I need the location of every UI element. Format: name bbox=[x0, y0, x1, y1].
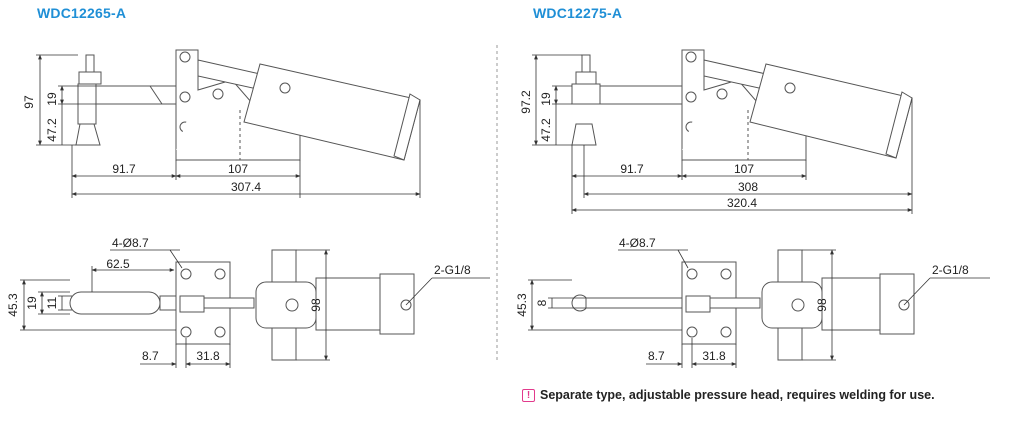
port-label-right: 2-G1/8 bbox=[932, 263, 969, 277]
dim-19-top: 19 bbox=[25, 296, 39, 310]
side-dims-left bbox=[36, 54, 421, 198]
dim-19: 19 bbox=[45, 92, 59, 106]
dim-8-7-right: 8.7 bbox=[648, 349, 665, 363]
dim-97: 97 bbox=[22, 95, 36, 109]
port-label-left: 2-G1/8 bbox=[434, 263, 471, 277]
usage-note: ! Separate type, adjustable pressure hea… bbox=[522, 388, 935, 402]
dim-107: 107 bbox=[228, 162, 248, 176]
dim-97-2: 97.2 bbox=[519, 90, 533, 114]
dim-308: 308 bbox=[738, 180, 758, 194]
top-dims-left bbox=[20, 249, 490, 368]
dim-47-2: 47.2 bbox=[45, 118, 59, 142]
alert-icon: ! bbox=[522, 388, 535, 402]
top-dims-right bbox=[528, 249, 990, 368]
dim-98-right: 98 bbox=[815, 298, 829, 312]
dim-320-4: 320.4 bbox=[727, 196, 757, 210]
top-view-left bbox=[69, 249, 415, 361]
side-dims-right bbox=[532, 54, 913, 214]
hole-label-left: 4-Ø8.7 bbox=[112, 236, 149, 250]
dim-62-5: 62.5 bbox=[106, 257, 130, 271]
side-view-right bbox=[571, 49, 913, 161]
model-title-left: WDC12265-A bbox=[37, 5, 127, 21]
dim-45-3: 45.3 bbox=[6, 293, 20, 317]
dim-91-7: 91.7 bbox=[112, 162, 136, 176]
dim-98-left: 98 bbox=[309, 298, 323, 312]
dim-31-8-right: 31.8 bbox=[702, 349, 726, 363]
usage-note-text: Separate type, adjustable pressure head,… bbox=[540, 388, 935, 402]
dim-45-3-right: 45.3 bbox=[515, 293, 529, 317]
dim-107-right: 107 bbox=[734, 162, 754, 176]
dim-91-7-right: 91.7 bbox=[620, 162, 644, 176]
hole-label-right: 4-Ø8.7 bbox=[619, 236, 656, 250]
side-view-left bbox=[75, 49, 421, 161]
model-title-right: WDC12275-A bbox=[533, 5, 623, 21]
dim-8-7-left: 8.7 bbox=[142, 349, 159, 363]
dim-307-4: 307.4 bbox=[231, 180, 261, 194]
dim-31-8-left: 31.8 bbox=[196, 349, 220, 363]
dim-19-right: 19 bbox=[539, 92, 553, 106]
top-view-right bbox=[571, 249, 915, 361]
dim-47-2-right: 47.2 bbox=[539, 118, 553, 142]
dim-11: 11 bbox=[45, 296, 59, 309]
dim-8: 8 bbox=[535, 299, 549, 306]
